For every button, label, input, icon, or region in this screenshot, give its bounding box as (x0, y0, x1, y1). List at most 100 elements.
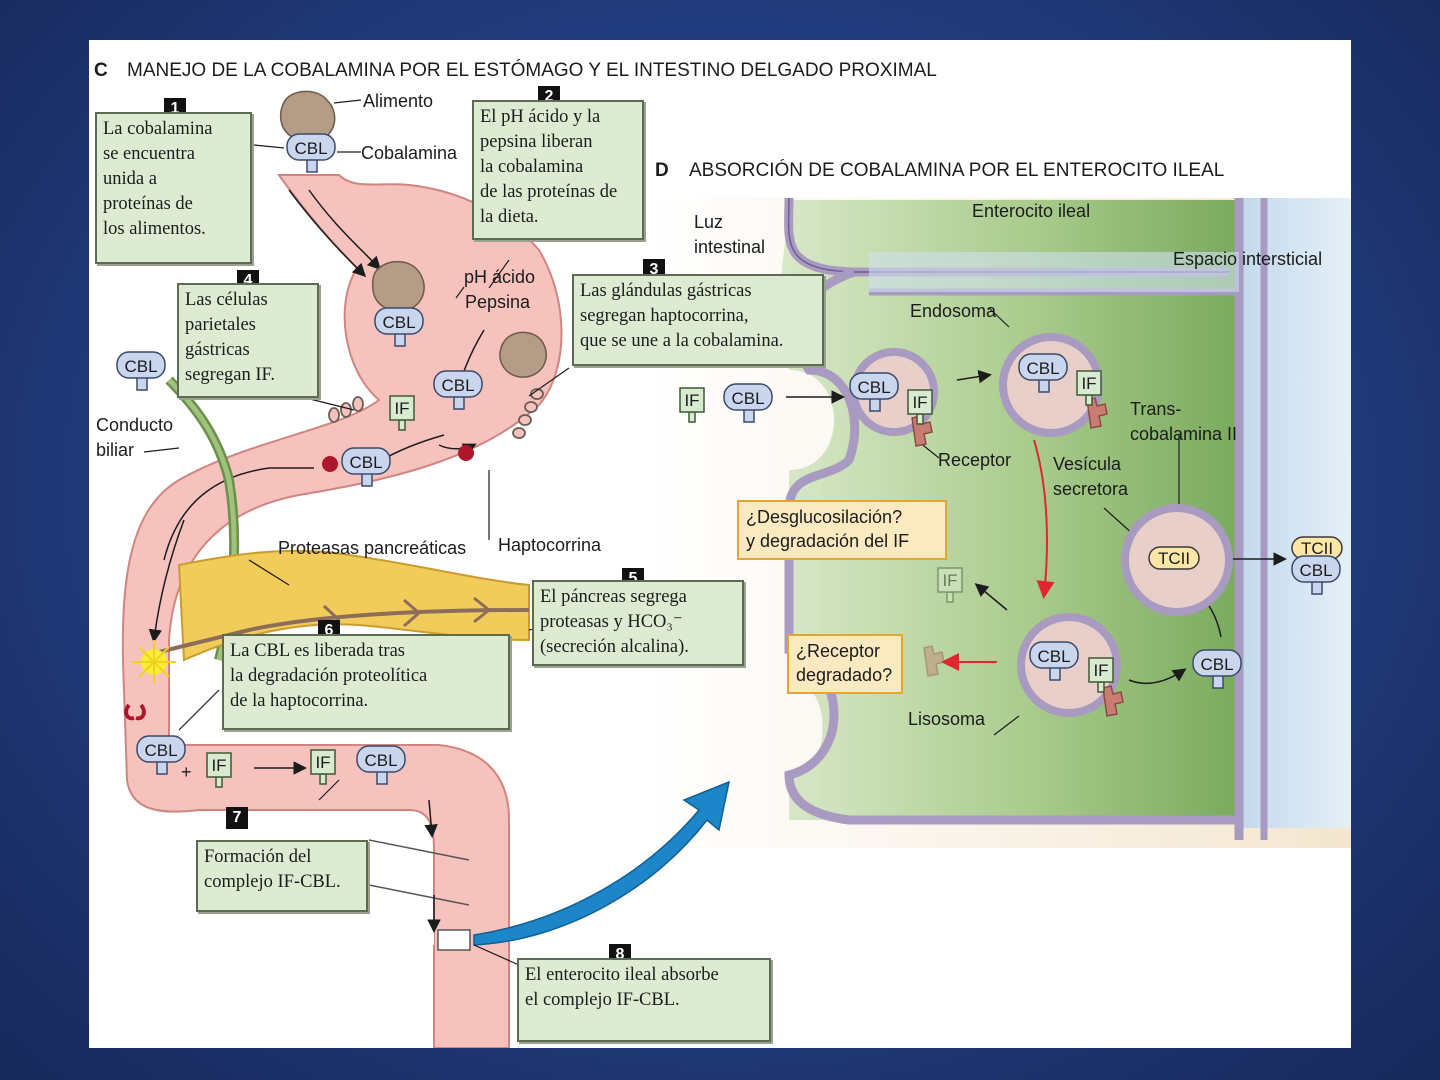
cbl-molecule: CBL (1018, 353, 1068, 393)
pancreas (177, 549, 530, 662)
step-4-note: Las células parietales gástricas segrega… (177, 283, 319, 398)
label-endosoma: Endosoma (910, 301, 997, 321)
molecules: CBL CBL CBL CBL CBL IF CBL IF IF CBL IF CBL CBL IF CBL… (116, 133, 1343, 788)
degraded-haptocorrin (124, 703, 146, 721)
label-vesicula: Vesícula (1053, 454, 1122, 474)
haptocorrin-dot (458, 445, 474, 461)
if-label: IF (211, 756, 226, 775)
step-5-line: El páncreas segrega (540, 587, 687, 607)
pancreatic-duct (158, 608, 530, 654)
label-cobalamina: Cobalamina (361, 143, 458, 163)
cbl-molecule: CBL (723, 383, 773, 423)
plus-sign: + (181, 762, 192, 782)
step-2-line: la cobalamina (480, 157, 584, 177)
step-4-line: gástricas (185, 340, 250, 360)
pathway-arrows (786, 369, 1287, 684)
cbl-molecule: CBL (136, 735, 186, 775)
cobalamin-diagram: C MANEJO DE LA COBALAMINA POR EL ESTÓMAG… (94, 59, 1351, 1048)
tcii-label: TCII (1158, 549, 1190, 568)
cbl-molecule: CBL (116, 351, 166, 391)
step-1-line: se encuentra (103, 144, 195, 164)
step-6-note: La CBL es liberada tras la degradación p… (222, 634, 510, 730)
cbl-molecule: CBL (374, 307, 424, 347)
step-8-note: El enterocito ileal absorbe el complejo … (517, 958, 771, 1042)
question-line: ¿Receptor (796, 641, 881, 661)
haptocorrin-dot (322, 456, 338, 472)
step-1-note: La cobalamina se encuentra unida a prote… (95, 112, 252, 264)
step-2-note: El pH ácido y la pepsina liberan la coba… (472, 100, 644, 240)
label-cobalamina-ii: cobalamina II (1130, 424, 1237, 444)
step-5-line: proteasas y HCO₃⁻ (540, 612, 683, 632)
step-1-line: los alimentos. (103, 219, 206, 239)
ileum-sample-box (437, 929, 471, 951)
label-receptor: Receptor (938, 450, 1011, 470)
cbl-label: CBL (382, 313, 415, 332)
label-haptocorrina: Haptocorrina (498, 535, 602, 555)
step-6-line: la degradación proteolítica (230, 666, 428, 686)
step-4-line: parietales (185, 315, 256, 335)
cbl-label: CBL (364, 751, 397, 770)
cbl-label: CBL (1299, 561, 1332, 580)
step-3-line: segregan haptocorrina, (580, 306, 749, 326)
tcii-label: TCII (1301, 539, 1333, 558)
if-molecule: IF (1076, 370, 1102, 406)
cbl-label: CBL (441, 376, 474, 395)
cbl-molecule: CBL (849, 372, 899, 412)
if-molecule: IF (1088, 657, 1114, 693)
figure-slide: C MANEJO DE LA COBALAMINA POR EL ESTÓMAG… (89, 40, 1351, 1048)
step-2-line: la dieta. (480, 207, 539, 227)
if-label: IF (315, 753, 330, 772)
step-2-line: El pH ácido y la (480, 107, 601, 127)
cbl-label: CBL (294, 139, 327, 158)
absorption-arrow (473, 780, 731, 946)
cbl-molecule: CBL (1291, 555, 1341, 595)
if-label: IF (912, 393, 927, 412)
label-biliar: biliar (96, 440, 134, 460)
label-secretora: secretora (1053, 479, 1129, 499)
panel-c-letter: C (94, 60, 108, 81)
label-espacio: Espacio intersticial (1173, 249, 1322, 269)
label-lisosoma: Lisosoma (908, 709, 986, 729)
step-1-line: La cobalamina (103, 119, 213, 139)
leader-lines (143, 99, 1180, 966)
tcii-molecule: TCII (1291, 536, 1343, 560)
endosome-vesicles (850, 333, 1233, 717)
step-5-line: (secreción alcalina). (540, 637, 689, 657)
if-molecule: IF (389, 395, 415, 431)
cbl-label: CBL (731, 389, 764, 408)
step-5-note: El páncreas segrega proteasas y HCO₃⁻ (s… (532, 580, 744, 666)
label-trans: Trans- (1130, 399, 1181, 419)
step-7-line: Formación del (204, 847, 312, 867)
step-4-line: segregan IF. (185, 365, 275, 385)
gastric-glands (328, 388, 544, 439)
label-conducto: Conducto (96, 415, 173, 435)
cbl-molecule: CBL (1192, 649, 1242, 689)
step-2-line: pepsina liberan (480, 132, 593, 152)
cbl-label: CBL (349, 453, 382, 472)
cbl-label: CBL (1200, 655, 1233, 674)
cbl-molecule: CBL (433, 370, 483, 410)
label-enterocito: Enterocito ileal (972, 201, 1090, 221)
step-7-line: complejo IF-CBL. (204, 872, 341, 892)
question-line: degradado? (796, 665, 893, 685)
if-label: IF (1093, 661, 1108, 680)
question-desglucosilacion: ¿Desglucosilación? y degradación del IF (737, 500, 947, 560)
step-2-line: de las proteínas de (480, 182, 618, 202)
step-6-line: La CBL es liberada tras (230, 641, 406, 661)
step-1-line: proteínas de (103, 194, 193, 214)
label-luz: Luz (694, 212, 723, 232)
food-particle-stomach (499, 331, 547, 378)
label-alimento: Alimento (363, 91, 433, 111)
step-4-line: Las células (185, 290, 268, 310)
cbl-molecule: CBL (1029, 641, 1079, 681)
label-intestinal: intestinal (694, 237, 765, 257)
step-3-line: que se une a la cobalamina. (580, 331, 784, 351)
cbl-label: CBL (124, 357, 157, 376)
if-label: IF (1081, 374, 1096, 393)
label-pepsina: Pepsina (465, 292, 531, 312)
step-8-line: el complejo IF-CBL. (525, 990, 680, 1010)
cbl-label: CBL (1026, 359, 1059, 378)
cbl-molecule: CBL (356, 745, 406, 785)
if-label: IF (684, 391, 699, 410)
panel-d-title: ABSORCIÓN DE COBALAMINA POR EL ENTEROCIT… (689, 159, 1224, 181)
